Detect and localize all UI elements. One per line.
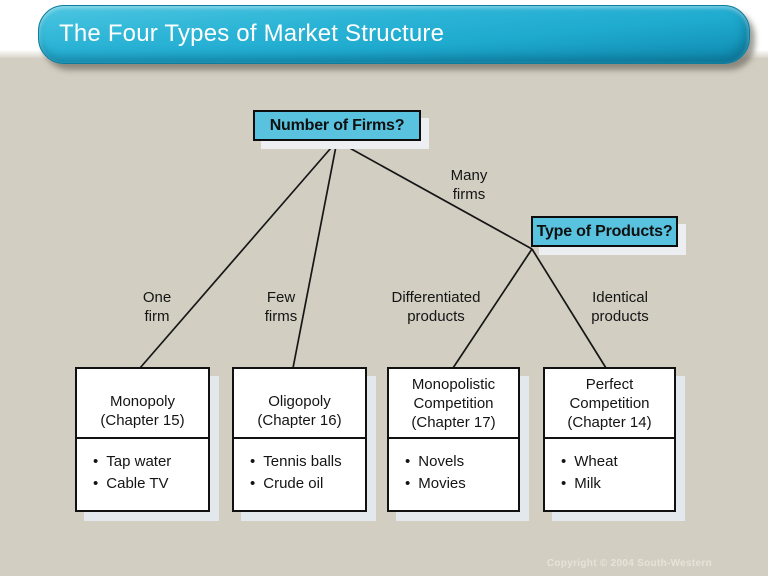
branch-label-few-firms: Few firms	[241, 288, 321, 326]
market-box-title-line: Perfect	[585, 375, 634, 393]
market-box-oligopoly: Oligopoly (Chapter 16) Tennis balls Crud…	[232, 367, 367, 512]
question-box-label: Type of Products?	[536, 222, 673, 240]
market-box-title: Monopoly (Chapter 15)	[77, 369, 208, 439]
example-item: Wheat	[561, 451, 670, 473]
example-text: Crude oil	[263, 475, 324, 492]
title-bar: The Four Types of Market Structure	[38, 5, 750, 64]
copyright-notice: Copyright © 2004 South-Western	[546, 558, 712, 569]
example-text: Novels	[418, 453, 465, 470]
branch-label-identical-products: Identical products	[558, 288, 682, 326]
example-item: Novels	[405, 451, 514, 473]
market-box-perfect-competition: Perfect Competition (Chapter 14) Wheat M…	[543, 367, 676, 512]
bullet-icon	[405, 475, 418, 492]
example-item: Crude oil	[250, 473, 361, 495]
question-box-number-of-firms: Number of Firms?	[253, 110, 421, 141]
market-box-examples: Novels Movies	[389, 439, 518, 495]
market-box-title-line: Oligopoly	[268, 393, 331, 410]
bullet-icon	[93, 475, 106, 492]
branch-label-line: firm	[144, 308, 170, 325]
bullet-icon	[561, 453, 574, 470]
branch-label-line: Differentiated	[391, 289, 481, 306]
bullet-icon	[561, 475, 574, 492]
branch-label-line: products	[591, 308, 649, 325]
bullet-icon	[250, 475, 263, 492]
branch-label-many-firms: Many firms	[429, 166, 509, 204]
market-box-title-line: Competition	[569, 394, 650, 412]
branch-label-line: firms	[452, 186, 486, 203]
market-box-title-line: Monopolistic	[411, 375, 496, 393]
branch-label-line: Many	[450, 167, 488, 184]
branch-label-one-firm: One firm	[117, 288, 197, 326]
example-item: Movies	[405, 473, 514, 495]
bullet-icon	[250, 453, 263, 470]
example-item: Milk	[561, 473, 670, 495]
branch-label-line: firms	[264, 308, 298, 325]
market-box-monopolistic-competition: Monopolistic Competition (Chapter 17) No…	[387, 367, 520, 512]
market-box-title: Perfect Competition (Chapter 14)	[545, 369, 674, 439]
market-box-examples: Tennis balls Crude oil	[234, 439, 365, 495]
question-box-type-of-products: Type of Products?	[531, 216, 678, 247]
market-box-title-line: Competition	[413, 394, 494, 412]
example-item: Tennis balls	[250, 451, 361, 473]
branch-label-line: One	[142, 289, 172, 306]
example-text: Cable TV	[106, 475, 169, 492]
branch-label-line: products	[407, 308, 465, 325]
branch-label-differentiated-products: Differentiated products	[374, 288, 498, 326]
branch-label-line: Few	[266, 289, 296, 306]
example-text: Tennis balls	[263, 453, 342, 470]
question-box-label: Number of Firms?	[269, 116, 405, 134]
example-text: Wheat	[574, 453, 618, 470]
market-box-title-line: Monopoly	[109, 393, 176, 410]
bullet-icon	[405, 453, 418, 470]
market-box-examples: Wheat Milk	[545, 439, 674, 495]
slide-title: The Four Types of Market Structure	[59, 20, 445, 47]
market-box-title: Monopolistic Competition (Chapter 17)	[389, 369, 518, 439]
example-text: Tap water	[106, 453, 172, 470]
market-box-title: Oligopoly (Chapter 16)	[234, 369, 365, 439]
market-box-examples: Tap water Cable TV	[77, 439, 208, 495]
market-box-title-line: (Chapter 15)	[100, 412, 185, 429]
market-box-title-line: (Chapter 17)	[411, 413, 496, 431]
example-item: Cable TV	[93, 473, 204, 495]
example-text: Movies	[418, 475, 466, 492]
branch-label-line: Identical	[592, 289, 648, 306]
example-item: Tap water	[93, 451, 204, 473]
market-box-title-line: (Chapter 16)	[257, 412, 342, 429]
example-text: Milk	[574, 475, 601, 492]
market-box-title-line: (Chapter 14)	[567, 413, 652, 431]
connector-line-few-firms	[292, 140, 338, 369]
connector-line-one-firm	[139, 140, 338, 369]
market-box-monopoly: Monopoly (Chapter 15) Tap water Cable TV	[75, 367, 210, 512]
bullet-icon	[93, 453, 106, 470]
